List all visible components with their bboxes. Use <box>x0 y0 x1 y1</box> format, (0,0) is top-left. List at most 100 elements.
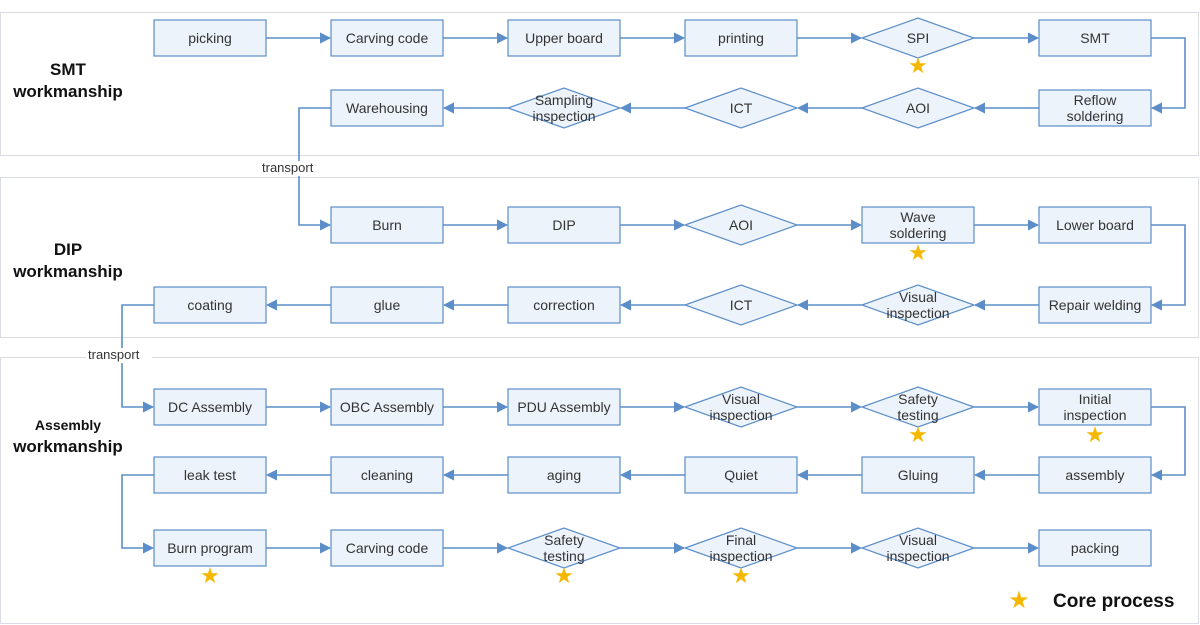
step-spi: SPI <box>860 17 976 59</box>
process-box <box>507 286 621 324</box>
step-ict2: ICT <box>683 284 799 326</box>
transport-label: transport <box>88 347 140 362</box>
section-dip-title: workmanship <box>12 262 123 281</box>
transport-label: transport <box>262 160 314 175</box>
step-label: Wave <box>900 209 935 225</box>
step-ict1: ICT <box>683 87 799 129</box>
step-label: testing <box>543 548 584 564</box>
core-process-star-icon: ★ <box>200 564 220 589</box>
step-warehousing: Warehousing <box>330 89 444 127</box>
step-label: OBC Assembly <box>340 399 434 415</box>
decision-diamond <box>860 527 976 569</box>
step-label: Safety <box>898 391 938 407</box>
process-box <box>507 456 621 494</box>
decision-diamond <box>683 527 799 569</box>
step-glue: glue <box>330 286 444 324</box>
step-picking: picking <box>153 19 267 57</box>
step-gluing: Gluing <box>861 456 975 494</box>
step-label: cleaning <box>361 467 413 483</box>
step-label: aging <box>547 467 581 483</box>
step-label: inspection <box>1063 407 1126 423</box>
step-aging: aging <box>507 456 621 494</box>
step-label: correction <box>533 297 594 313</box>
step-label: testing <box>897 407 938 423</box>
process-box <box>684 456 798 494</box>
step-label: inspection <box>886 548 949 564</box>
step-label: Quiet <box>724 467 758 483</box>
step-label: Sampling <box>535 92 593 108</box>
step-correction: correction <box>507 286 621 324</box>
step-label: DIP <box>552 217 575 233</box>
decision-diamond <box>683 284 799 326</box>
step-burn: Burn <box>330 206 444 244</box>
step-label: assembly <box>1065 467 1124 483</box>
process-box <box>1038 19 1152 57</box>
section-smt-title: SMT <box>50 60 87 79</box>
step-label: ICT <box>730 100 753 116</box>
core-process-star-icon: ★ <box>554 564 574 589</box>
decision-diamond <box>506 527 622 569</box>
flow-arrow <box>1150 224 1186 311</box>
step-label: coating <box>187 297 232 313</box>
step-packing: packing <box>1038 529 1152 567</box>
step-label: Lower board <box>1056 217 1134 233</box>
step-label: picking <box>188 30 232 46</box>
flow-arrow <box>121 474 155 554</box>
process-box <box>507 388 621 426</box>
step-upper: Upper board <box>507 19 621 57</box>
step-burnprog: Burn program <box>153 529 267 567</box>
process-box <box>153 529 267 567</box>
legend: ★Core process <box>1008 586 1174 614</box>
step-label: inspection <box>532 108 595 124</box>
step-label: AOI <box>729 217 753 233</box>
process-box <box>1038 529 1152 567</box>
step-label: AOI <box>906 100 930 116</box>
step-label: SPI <box>907 30 930 46</box>
process-box <box>153 19 267 57</box>
step-aoi2: AOI <box>683 204 799 246</box>
step-aoi1: AOI <box>860 87 976 129</box>
step-label: soldering <box>1067 108 1124 124</box>
decision-diamond <box>683 386 799 428</box>
process-box <box>153 286 267 324</box>
step-label: Final <box>726 532 756 548</box>
core-process-star-icon: ★ <box>908 54 928 79</box>
step-quiet: Quiet <box>684 456 798 494</box>
decision-diamond <box>683 87 799 129</box>
process-box <box>1038 206 1152 244</box>
legend-label: Core process <box>1053 591 1174 612</box>
process-box <box>330 286 444 324</box>
step-label: Repair welding <box>1049 297 1142 313</box>
step-coating: coating <box>153 286 267 324</box>
process-box <box>153 388 267 426</box>
process-box <box>1038 286 1152 324</box>
process-box <box>507 206 621 244</box>
decision-diamond <box>860 386 976 428</box>
flow-arrow <box>1150 37 1186 114</box>
step-label: DC Assembly <box>168 399 252 415</box>
step-dcasm: DC Assembly <box>153 388 267 426</box>
step-label: soldering <box>890 225 947 241</box>
step-label: Burn program <box>167 540 253 556</box>
step-label: Burn <box>372 217 402 233</box>
process-box <box>153 456 267 494</box>
step-label: Visual <box>722 391 760 407</box>
step-label: inspection <box>709 407 772 423</box>
decision-diamond <box>860 87 976 129</box>
step-smt: SMT <box>1038 19 1152 57</box>
step-label: printing <box>718 30 764 46</box>
process-box <box>330 456 444 494</box>
step-label: inspection <box>886 305 949 321</box>
step-label: Warehousing <box>346 100 428 116</box>
step-label: Initial <box>1079 391 1112 407</box>
step-label: Gluing <box>898 467 938 483</box>
section-asm-title: Assembly <box>35 417 101 433</box>
